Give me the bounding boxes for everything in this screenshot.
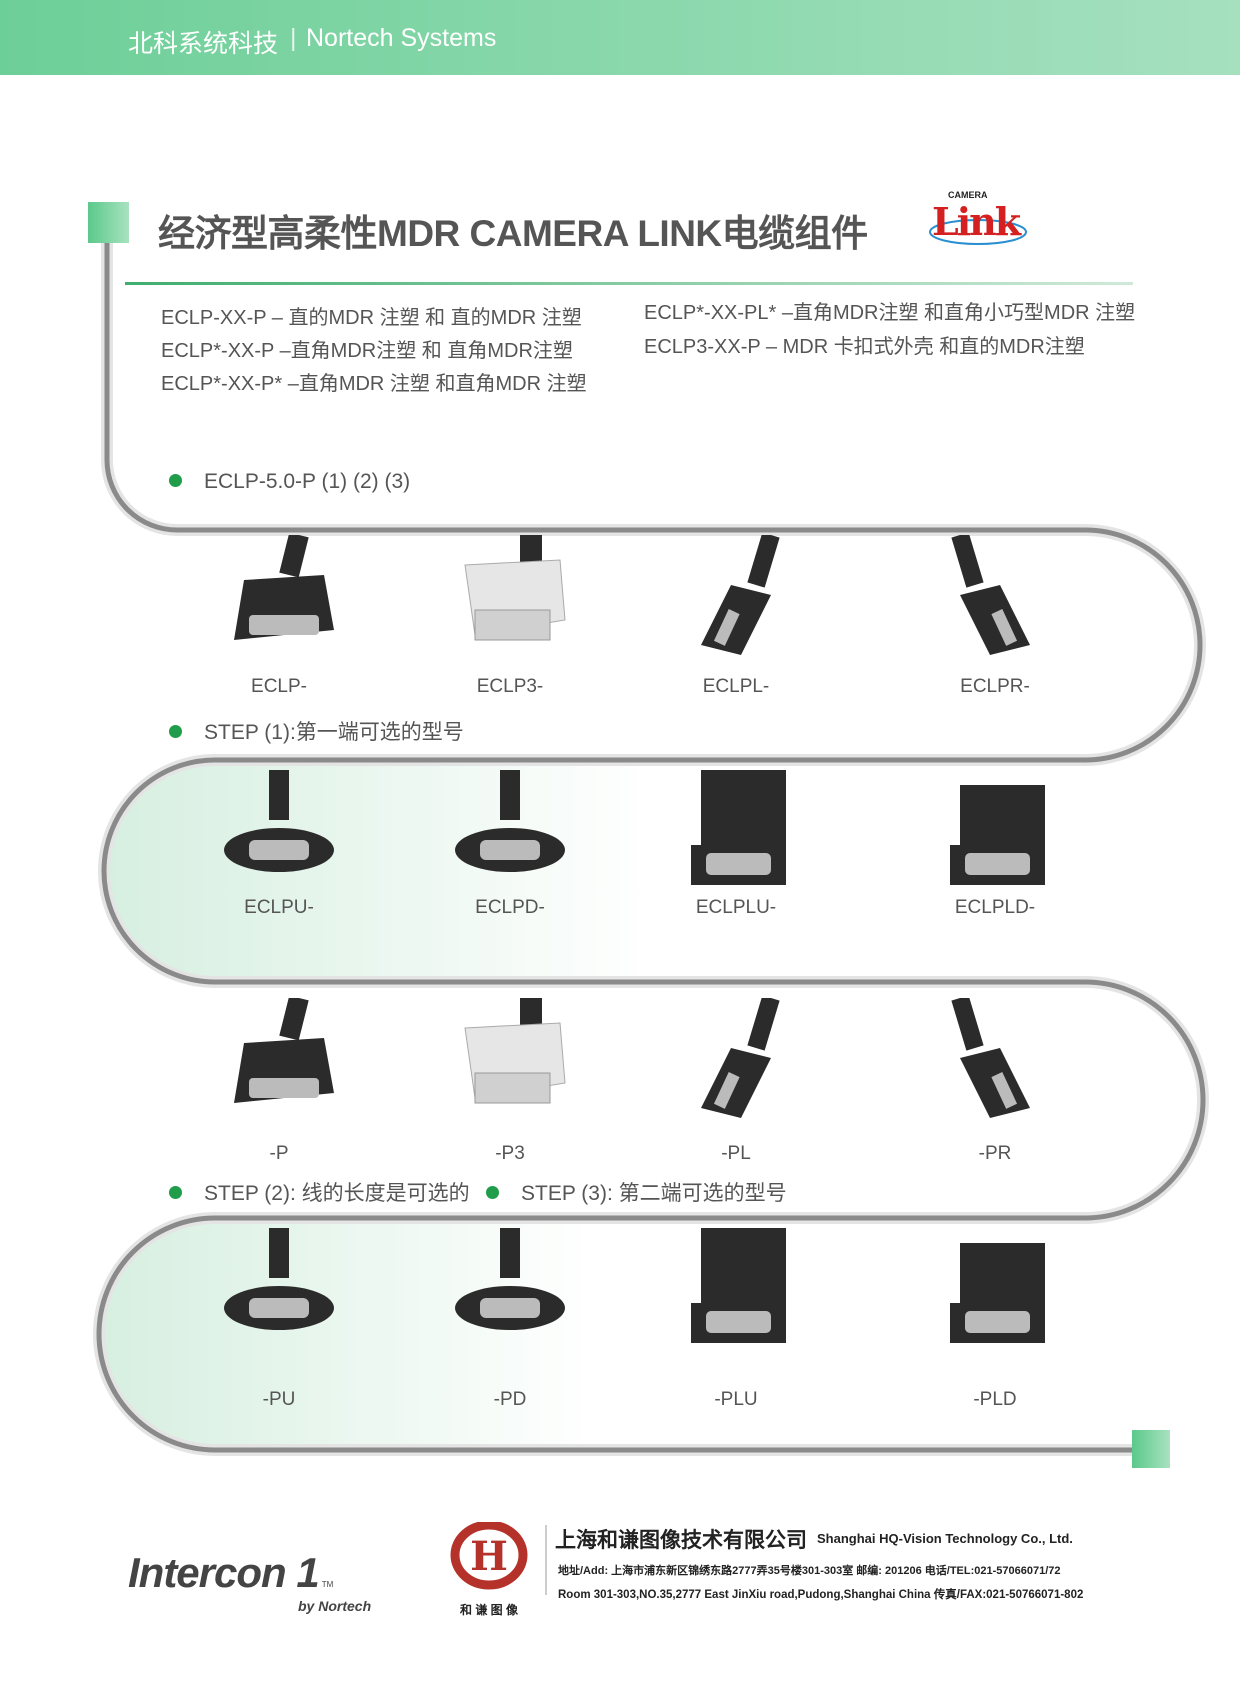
connector-label: ECLP3- <box>476 676 544 697</box>
connector-label: -PU <box>262 1389 296 1410</box>
header-cn: 北科系统科技 <box>128 30 279 58</box>
company-en: Shanghai HQ-Vision Technology Co., Ltd. <box>817 1531 1073 1546</box>
company-cn: 上海和谦图像技术有限公司 <box>555 1529 807 1552</box>
step2-text: STEP (2): 线的长度是可选的 <box>204 1182 470 1205</box>
title-accent-square <box>88 202 129 243</box>
header-sep: | <box>290 24 297 52</box>
logo-big-text: Link <box>932 199 1021 244</box>
step2-bullet: STEP (2): 线的长度是可选的 <box>169 1177 470 1207</box>
bullet-icon <box>169 473 182 487</box>
connector-label: ECLPR- <box>960 676 1030 697</box>
connector-image <box>204 1228 354 1353</box>
end-accent-square <box>1132 1430 1170 1468</box>
connector-label: ECLPU- <box>244 897 314 918</box>
connector-image <box>435 1228 585 1353</box>
svg-text:H: H <box>470 1533 508 1580</box>
connector-image <box>920 532 1070 660</box>
connector-image <box>661 532 811 660</box>
bullet-icon <box>486 1185 499 1199</box>
connector-label: -P <box>269 1143 289 1164</box>
connector-image <box>435 535 585 660</box>
connector-label: -PL <box>721 1143 751 1164</box>
connector-image <box>204 532 354 660</box>
footer-divider <box>545 1525 547 1595</box>
title-divider <box>125 282 1133 285</box>
connector-label: ECLPLD- <box>954 897 1036 918</box>
step1-text: STEP (1):第一端可选的型号 <box>204 721 464 744</box>
connector-image <box>661 1228 811 1353</box>
bullet-icon <box>169 1185 182 1199</box>
step1-bullet: STEP (1):第一端可选的型号 <box>169 716 464 746</box>
connector-image <box>204 770 354 895</box>
step3-text: STEP (3): 第二端可选的型号 <box>521 1182 787 1205</box>
connector-image <box>204 995 354 1123</box>
page-title: 经济型高柔性MDR CAMERA LINK电缆组件 <box>158 213 868 254</box>
camera-link-logo: CAMERA Link <box>926 190 1028 250</box>
desc-left-1: ECLP-XX-P – 直的MDR 注塑 和 直的MDR 注塑 <box>161 307 582 329</box>
connector-image <box>920 1228 1070 1353</box>
connector-image <box>435 998 585 1123</box>
logo-small-text: CAMERA <box>948 190 988 200</box>
step3-bullet: STEP (3): 第二端可选的型号 <box>486 1177 787 1207</box>
header-en: Nortech Systems <box>306 24 497 52</box>
desc-left-3: ECLP*-XX-P* –直角MDR 注塑 和直角MDR 注塑 <box>161 373 587 395</box>
connector-label: ECLP- <box>251 676 307 697</box>
example-text: ECLP-5.0-P (1) (2) (3) <box>204 470 411 493</box>
address-en: Room 301-303,NO.35,2777 East JinXiu road… <box>558 1589 1084 1601</box>
connector-image <box>661 995 811 1123</box>
connector-label: ECLPLU- <box>695 897 777 918</box>
connector-image <box>920 995 1070 1123</box>
desc-right-2: ECLP3-XX-P – MDR 卡扣式外壳 和直的MDR注塑 <box>644 336 1085 358</box>
connector-image <box>661 770 811 895</box>
connector-label: -PLD <box>973 1389 1017 1410</box>
hq-logo: H 和 谦 图 像 <box>450 1520 528 1617</box>
bullet-icon <box>169 724 182 738</box>
connector-label: ECLPL- <box>702 676 770 697</box>
connector-image <box>920 770 1070 895</box>
connector-label: ECLPD- <box>475 897 545 918</box>
intercon-tm: TM <box>321 1580 334 1589</box>
hq-logo-text: 和 谦 图 像 <box>459 1603 518 1617</box>
connector-label: -PR <box>978 1143 1012 1164</box>
header-bar: 北科系统科技 | Nortech Systems <box>0 0 1240 75</box>
intercon-logo: Intercon 1 TM by Nortech <box>128 1549 372 1615</box>
connector-label: -P3 <box>495 1143 525 1164</box>
desc-right-1: ECLP*-XX-PL* –直角MDR注塑 和直角小巧型MDR 注塑 <box>644 302 1136 324</box>
connector-label: -PLU <box>714 1389 758 1410</box>
desc-left-2: ECLP*-XX-P –直角MDR注塑 和 直角MDR注塑 <box>161 340 573 362</box>
intercon-name: Intercon 1 <box>128 1549 320 1596</box>
intercon-by: by Nortech <box>298 1598 372 1614</box>
address-cn: 地址/Add: 上海市浦东新区锦绣东路2777弄35号楼301-303室 邮编:… <box>558 1565 1061 1577</box>
connector-image <box>435 770 585 895</box>
example-bullet: ECLP-5.0-P (1) (2) (3) <box>169 470 410 494</box>
connector-label: -PD <box>493 1389 527 1410</box>
